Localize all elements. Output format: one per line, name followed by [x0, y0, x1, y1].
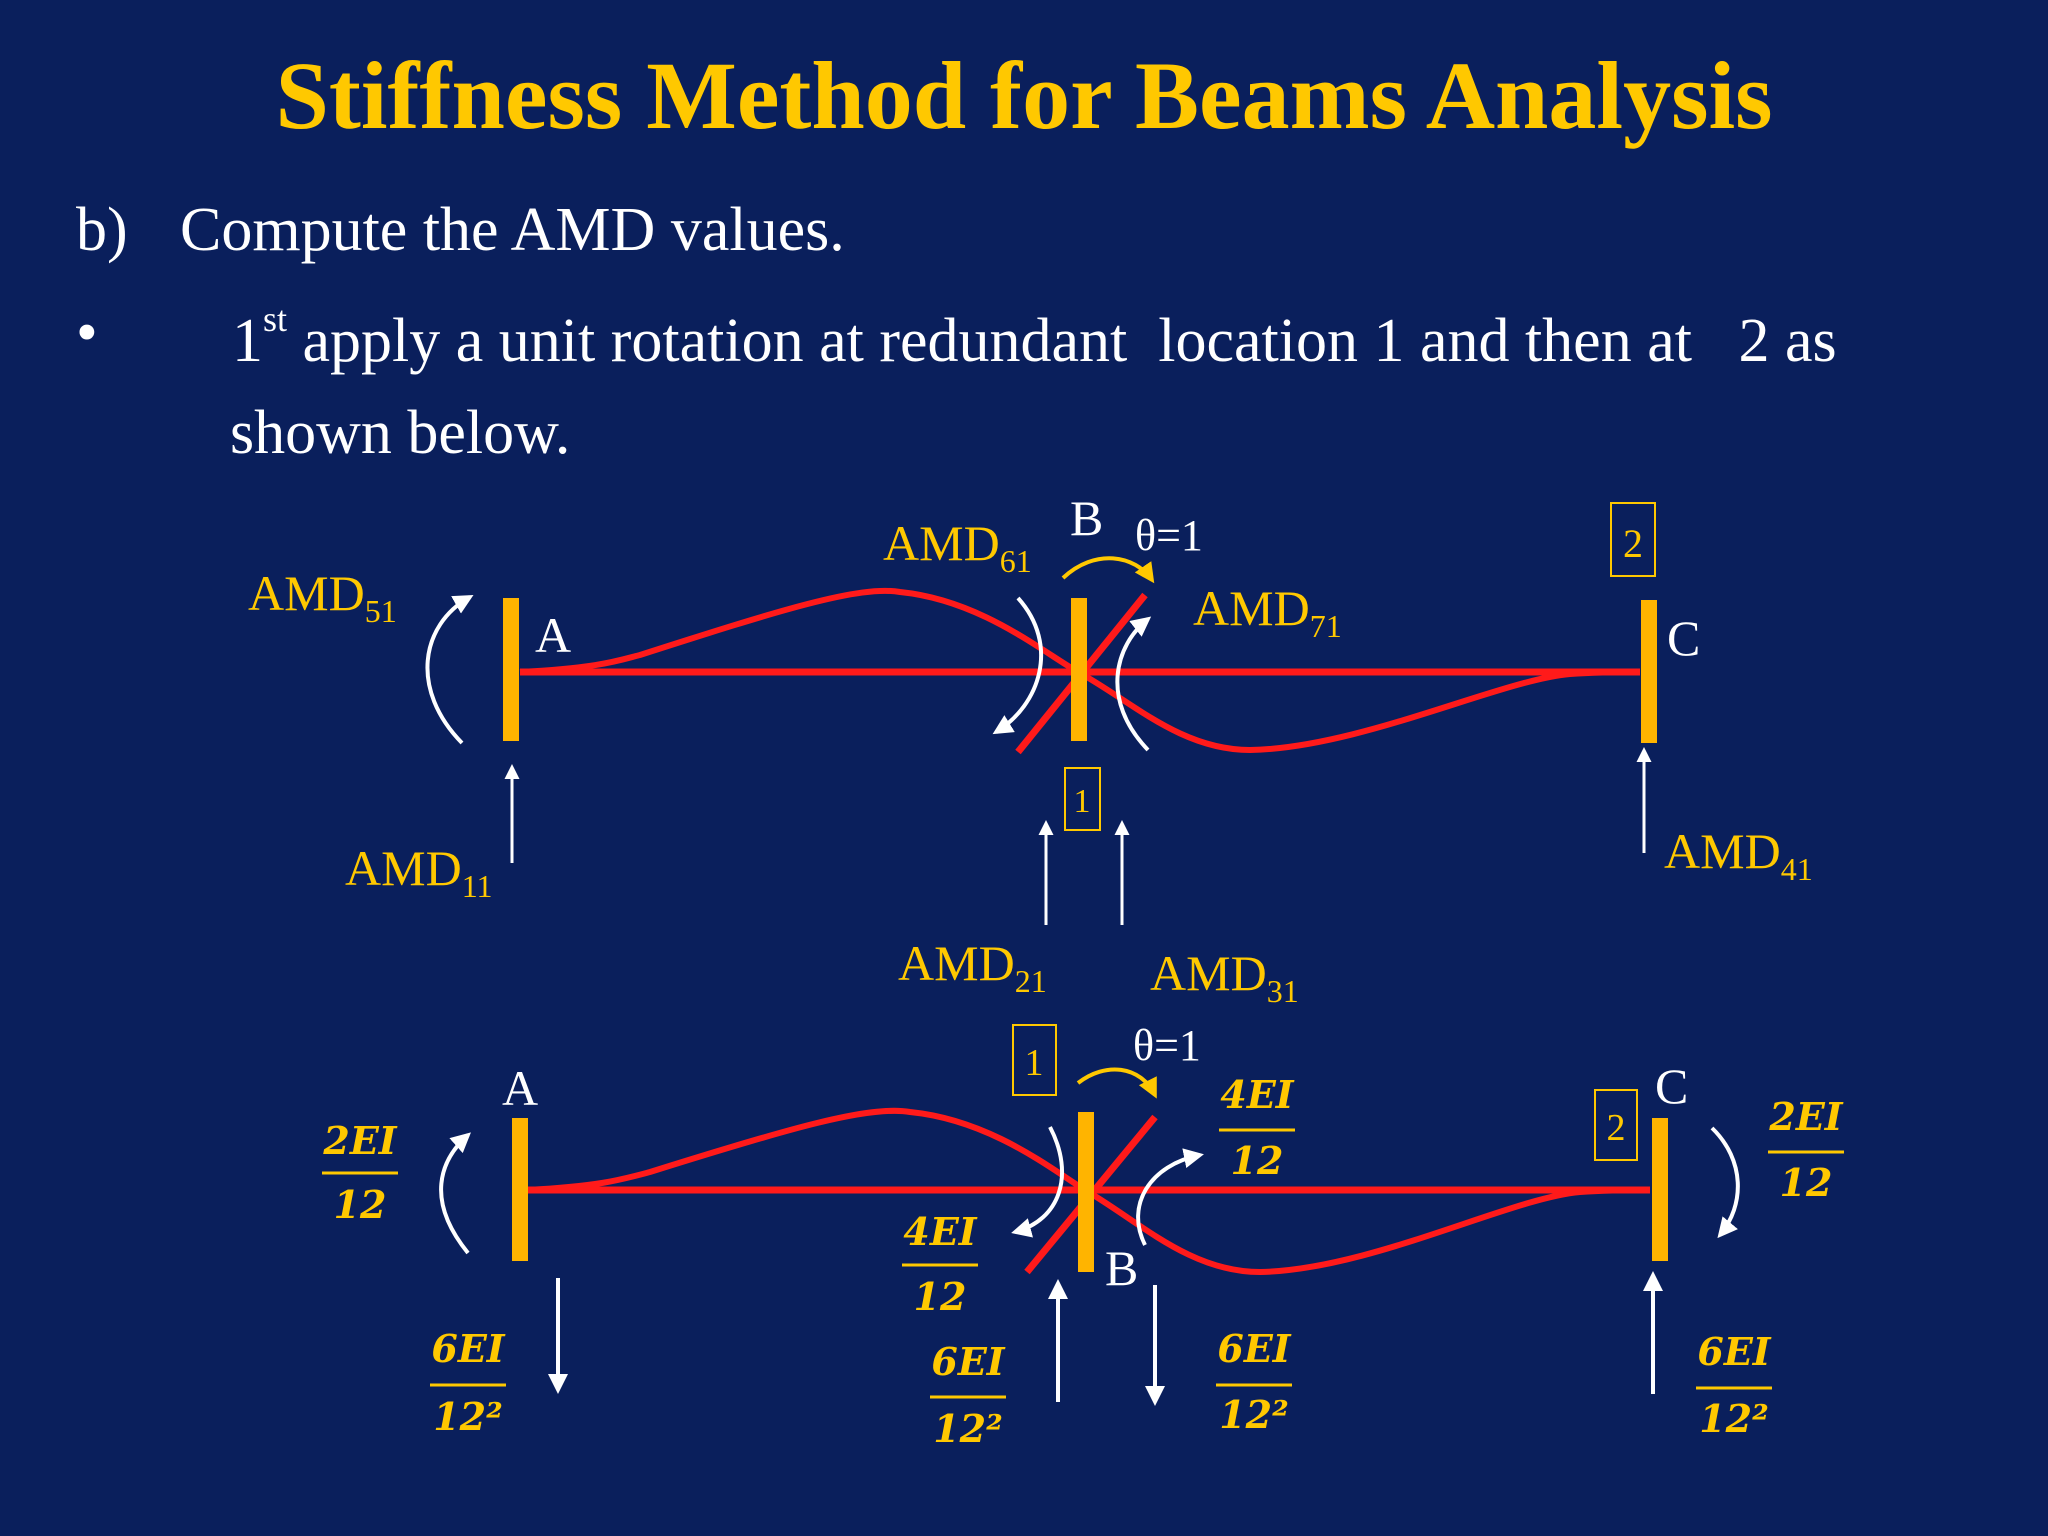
top-label-amd71: AMD71	[1193, 580, 1342, 644]
line2-bullet: •	[76, 299, 98, 367]
top-moment-arrow-b-left	[992, 596, 1044, 735]
top-node-c: C	[1667, 610, 1700, 666]
line2-text: 1st apply a unit rotation at redundant l…	[232, 298, 1837, 377]
bottom-box-2-label: 2	[1607, 1107, 1626, 1149]
top-support-c	[1641, 600, 1657, 743]
bottom-node-a: A	[502, 1060, 538, 1116]
top-diagram: A B C θ=1 2 1 AMD51 AMD61 AMD71 AMD11 AM…	[248, 490, 1813, 1009]
bottom-moment-arrow-b-right	[1136, 1148, 1204, 1246]
svg-text:6EI: 6EI	[431, 1326, 505, 1371]
top-label-amd31: AMD31	[1150, 945, 1299, 1009]
svg-text:12²: 12²	[933, 1406, 1003, 1451]
svg-text:12: 12	[334, 1182, 387, 1227]
bottom-box-1-label: 1	[1025, 1042, 1044, 1084]
bottom-support-c	[1652, 1118, 1668, 1261]
top-beam-deflected-right	[1076, 669, 1641, 754]
bottom-moment-arrow-b-left	[1011, 1126, 1065, 1238]
svg-text:12: 12	[1780, 1160, 1833, 1205]
bottom-rotation-label: θ=1	[1133, 1021, 1201, 1070]
top-support-a	[503, 598, 519, 741]
bottom-diagram: A B C θ=1 1 2 2EI 12 4EI 12 4EI 12	[322, 1021, 1844, 1451]
svg-text:6EI: 6EI	[1217, 1326, 1291, 1371]
svg-text:2EI: 2EI	[322, 1118, 397, 1163]
top-label-amd11: AMD11	[345, 840, 493, 904]
bottom-moment-arrow-a	[439, 1132, 471, 1255]
bottom-node-c: C	[1655, 1058, 1688, 1114]
svg-text:12: 12	[1231, 1138, 1284, 1183]
top-beam-deflected-left	[519, 587, 1080, 675]
fraction-shear-b-right: 6EI 12²	[1216, 1326, 1292, 1437]
line1-text: Compute the AMD values.	[180, 196, 845, 264]
bottom-moment-arrow-c	[1710, 1126, 1740, 1239]
top-support-b	[1071, 598, 1087, 741]
svg-text:4EI: 4EI	[903, 1209, 977, 1254]
bottom-node-b: B	[1105, 1240, 1138, 1296]
fraction-moment-a: 2EI 12	[322, 1118, 398, 1227]
top-label-amd41: AMD41	[1664, 823, 1813, 887]
svg-text:4EI: 4EI	[1220, 1072, 1294, 1117]
line2-main-text: apply a unit rotation at redundant locat…	[302, 307, 1837, 375]
ordinal-number: 1	[232, 307, 263, 375]
fraction-moment-b-left: 4EI 12	[902, 1209, 978, 1319]
svg-text:12²: 12²	[1699, 1396, 1769, 1441]
slide-title: Stiffness Method for Beams Analysis	[275, 42, 1773, 149]
bottom-rotation-arrow	[1076, 1067, 1157, 1099]
fraction-shear-b-left: 6EI 12²	[930, 1339, 1006, 1451]
line1-marker: b)	[76, 196, 128, 264]
top-label-amd51: AMD51	[248, 565, 397, 629]
svg-text:12²: 12²	[1219, 1392, 1289, 1437]
bottom-beam-deflected-left	[527, 1107, 1087, 1193]
top-moment-arrow-a	[425, 595, 474, 745]
fraction-shear-a: 6EI 12²	[430, 1326, 506, 1439]
bottom-box-2	[1594, 1089, 1638, 1161]
svg-text:12: 12	[914, 1274, 967, 1319]
line2-continuation: shown below.	[230, 399, 571, 467]
top-node-a: A	[535, 607, 571, 663]
top-box-2-label: 2	[1623, 521, 1643, 566]
top-moment-arrow-b-right	[1115, 616, 1152, 752]
bottom-support-a	[512, 1118, 528, 1261]
fraction-shear-c: 6EI 12²	[1696, 1329, 1772, 1441]
fraction-moment-b-right: 4EI 12	[1219, 1072, 1295, 1183]
top-box-2	[1610, 502, 1656, 577]
bottom-box-1	[1012, 1024, 1057, 1096]
svg-text:12²: 12²	[433, 1394, 503, 1439]
bottom-beam-deflected-right	[1083, 1187, 1651, 1276]
top-label-amd21: AMD21	[898, 935, 1047, 999]
ordinal-suffix: st	[263, 299, 288, 339]
top-box-1	[1064, 767, 1101, 831]
svg-text:2EI: 2EI	[1768, 1094, 1843, 1139]
top-rotation-arrow	[1061, 556, 1155, 584]
top-label-amd61: AMD61	[883, 515, 1032, 579]
svg-text:6EI: 6EI	[931, 1339, 1005, 1384]
svg-text:6EI: 6EI	[1697, 1329, 1771, 1374]
bottom-support-b	[1078, 1112, 1094, 1272]
top-box-1-label: 1	[1074, 783, 1091, 820]
fraction-moment-c: 2EI 12	[1768, 1094, 1844, 1205]
top-rotation-label: θ=1	[1135, 511, 1203, 560]
top-node-b: B	[1070, 490, 1103, 546]
